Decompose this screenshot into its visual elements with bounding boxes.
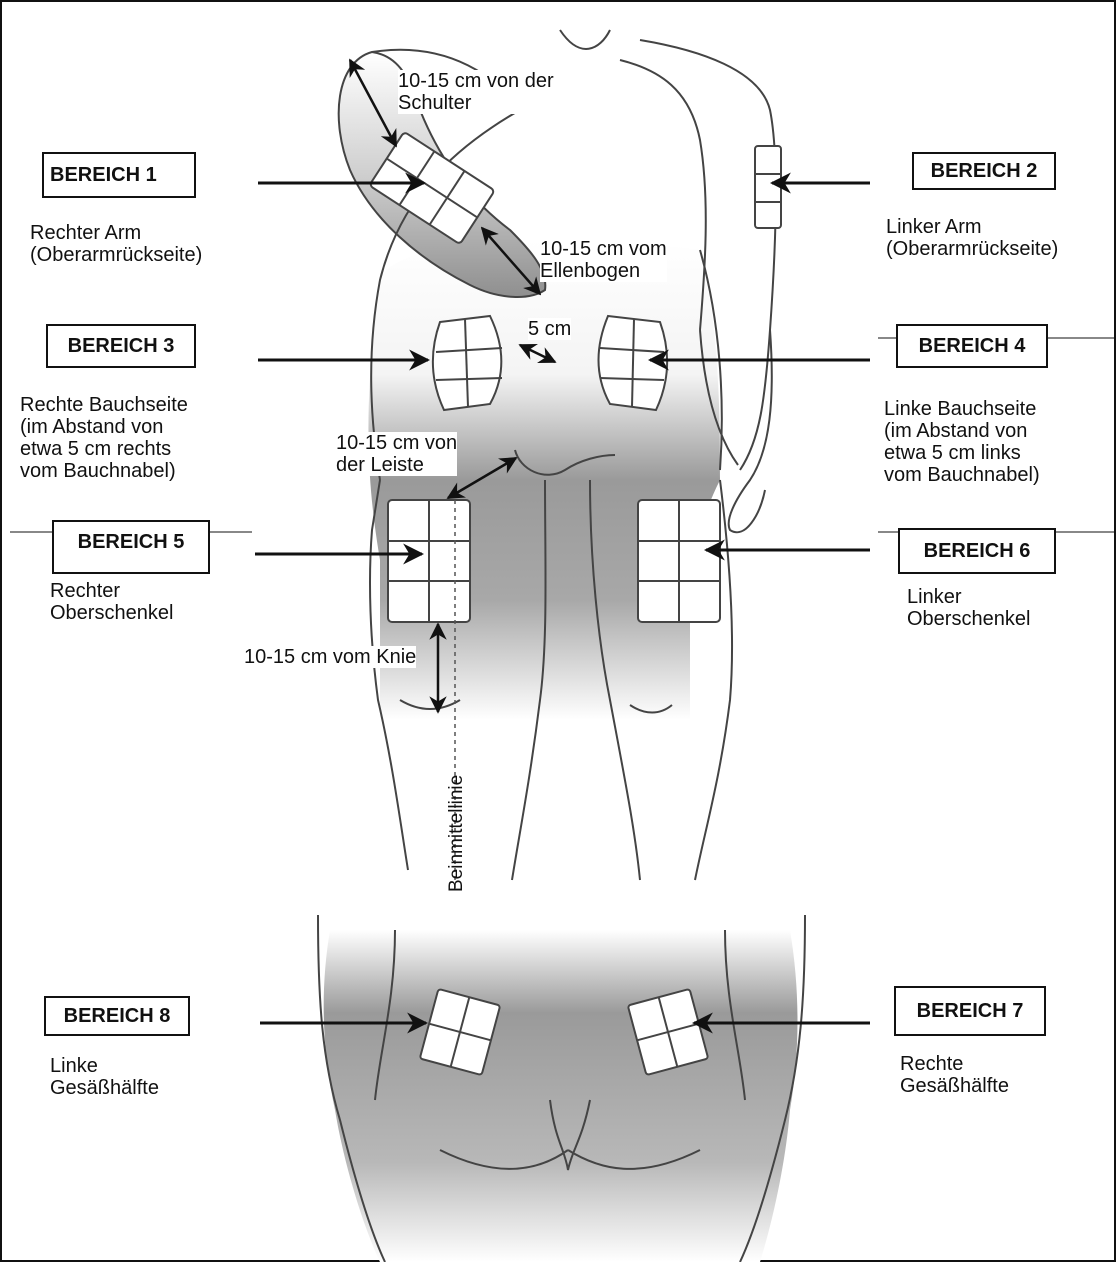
navel-distance-note: 5 cm <box>528 318 571 340</box>
leg-midline-label: Beinmittellinie <box>446 775 468 892</box>
grid-zone-2 <box>755 146 781 228</box>
grid-zone-6 <box>638 500 720 622</box>
zone-5-label: BEREICH 5 <box>52 520 210 574</box>
zone-6-description: Linker Oberschenkel <box>907 586 1030 630</box>
zone-4-description: Linke Bauchseite (im Abstand von etwa 5 … <box>884 398 1040 486</box>
knee-distance-note: 10-15 cm vom Knie <box>244 646 416 668</box>
zone-2-description: Linker Arm (Oberarmrückseite) <box>886 216 1058 260</box>
grid-zone-5 <box>388 500 470 622</box>
zone-3-label: BEREICH 3 <box>46 324 196 368</box>
zone-8-label: BEREICH 8 <box>44 996 190 1036</box>
shoulder-distance-note: 10-15 cm von der Schulter <box>398 70 554 114</box>
back-body <box>318 915 805 1262</box>
zone-6-label: BEREICH 6 <box>898 528 1056 574</box>
zone-4-label: BEREICH 4 <box>896 324 1048 368</box>
groin-distance-note: 10-15 cm von der Leiste <box>336 432 457 476</box>
elbow-distance-note: 10-15 cm vom Ellenbogen <box>540 238 667 282</box>
grid-zone-4 <box>599 316 668 410</box>
zone-2-label: BEREICH 2 <box>912 152 1056 190</box>
grid-zone-3 <box>433 316 502 410</box>
zone-7-description: Rechte Gesäßhälfte <box>900 1053 1009 1097</box>
zone-7-label: BEREICH 7 <box>894 986 1046 1036</box>
zone-1-description: Rechter Arm (Oberarmrückseite) <box>30 222 202 266</box>
zone-3-description: Rechte Bauchseite (im Abstand von etwa 5… <box>20 394 188 482</box>
zone-8-description: Linke Gesäßhälfte <box>50 1055 159 1099</box>
zone-1-label: BEREICH 1 <box>42 152 196 198</box>
zone-5-description: Rechter Oberschenkel <box>50 580 173 624</box>
